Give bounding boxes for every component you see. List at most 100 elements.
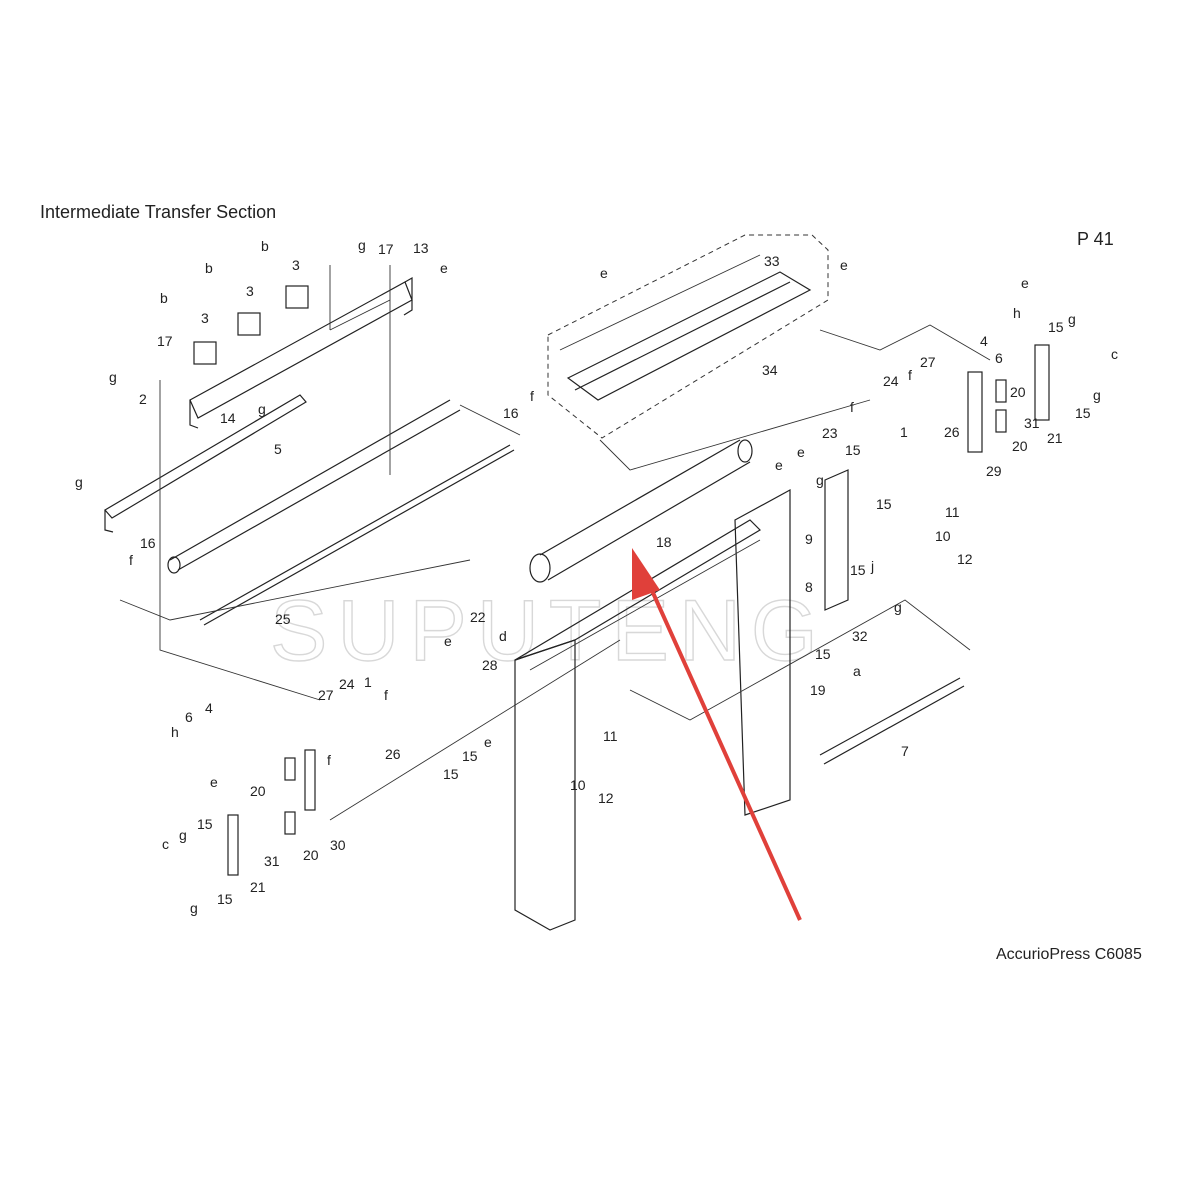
callout-19: 19 [810, 682, 826, 698]
callout-15: 15 [1048, 319, 1064, 335]
callout-20: 20 [303, 847, 319, 863]
shaft-25 [199, 444, 515, 626]
right-frame-plate [734, 344, 1050, 816]
callout-4: 4 [980, 333, 988, 349]
callout-22: 22 [470, 609, 486, 625]
callout-e: e [840, 257, 848, 273]
callout-15: 15 [462, 748, 478, 764]
callout-24: 24 [339, 676, 355, 692]
callout-14: 14 [220, 410, 236, 426]
callout-e: e [440, 260, 448, 276]
callout-25: 25 [275, 611, 291, 627]
callout-15: 15 [850, 562, 866, 578]
callout-a: a [853, 663, 861, 679]
callout-12: 12 [957, 551, 973, 567]
cleaning-unit-34 [547, 234, 829, 439]
callout-13: 13 [413, 240, 429, 256]
callout-15: 15 [217, 891, 233, 907]
callout-3: 3 [246, 283, 254, 299]
left-bracket-parts [227, 749, 316, 876]
callout-27: 27 [318, 687, 334, 703]
callout-e: e [797, 444, 805, 460]
callout-20: 20 [1012, 438, 1028, 454]
brackets-3 [193, 285, 309, 365]
callout-g: g [358, 237, 366, 253]
callout-30: 30 [330, 837, 346, 853]
callout-15: 15 [815, 646, 831, 662]
callout-15: 15 [876, 496, 892, 512]
callout-6: 6 [995, 350, 1003, 366]
callout-20: 20 [250, 783, 266, 799]
callout-31: 31 [1024, 415, 1040, 431]
callout-21: 21 [1047, 430, 1063, 446]
callout-g: g [894, 599, 902, 615]
callout-e: e [210, 774, 218, 790]
callout-31: 31 [264, 853, 280, 869]
callout-e: e [444, 633, 452, 649]
reference-lines [119, 265, 991, 821]
callout-17: 17 [157, 333, 173, 349]
callout-3: 3 [201, 310, 209, 326]
callout-c: c [162, 836, 169, 852]
callout-3: 3 [292, 257, 300, 273]
callout-1: 1 [900, 424, 908, 440]
callout-17: 17 [378, 241, 394, 257]
callout-j: j [870, 558, 874, 574]
callout-f: f [327, 752, 331, 768]
rail-14 [104, 394, 307, 533]
upper-frame-plate [189, 265, 413, 429]
roller-18 [529, 439, 753, 583]
callout-h: h [171, 724, 179, 740]
callout-b: b [160, 290, 168, 306]
pointer-arrow [632, 548, 802, 921]
callout-e: e [484, 734, 492, 750]
callout-28: 28 [482, 657, 498, 673]
callout-g: g [816, 472, 824, 488]
callout-9: 9 [805, 531, 813, 547]
callout-g: g [190, 900, 198, 916]
page-number: P 41 [1077, 229, 1114, 249]
callout-15: 15 [443, 766, 459, 782]
callout-10: 10 [570, 777, 586, 793]
callout-11: 11 [603, 728, 618, 744]
callout-g: g [75, 474, 83, 490]
callout-15: 15 [197, 816, 213, 832]
callout-11: 11 [945, 504, 960, 520]
callout-6: 6 [185, 709, 193, 725]
callout-h: h [1013, 305, 1021, 321]
callout-g: g [179, 827, 187, 843]
callout-15: 15 [1075, 405, 1091, 421]
callout-g: g [109, 369, 117, 385]
callout-18: 18 [656, 534, 672, 550]
callout-10: 10 [935, 528, 951, 544]
callout-1: 1 [364, 674, 372, 690]
callout-e: e [600, 265, 608, 281]
callout-f: f [129, 552, 133, 568]
roller-5 [167, 399, 521, 574]
callout-f: f [384, 687, 388, 703]
guide-rail-7 [819, 677, 965, 765]
callout-12: 12 [598, 790, 614, 806]
callout-d: d [499, 628, 507, 644]
callout-g: g [258, 401, 266, 417]
section-title: Intermediate Transfer Section [40, 202, 277, 222]
callout-16: 16 [140, 535, 156, 551]
callout-8: 8 [805, 579, 813, 595]
callout-23: 23 [822, 425, 838, 441]
callout-f: f [850, 399, 854, 415]
callout-26: 26 [944, 424, 960, 440]
callout-15: 15 [845, 442, 861, 458]
callout-b: b [261, 238, 269, 254]
callout-33: 33 [764, 253, 780, 269]
callout-b: b [205, 260, 213, 276]
callout-c: c [1111, 346, 1118, 362]
callout-27: 27 [920, 354, 936, 370]
callout-labels: b b b 3 3 3 g 17 13 e 17 g 2 g 14 5 g f … [75, 237, 1118, 916]
callout-29: 29 [986, 463, 1002, 479]
callout-2: 2 [139, 391, 147, 407]
callout-g: g [1068, 311, 1076, 327]
callout-e: e [775, 457, 783, 473]
callout-g: g [1093, 387, 1101, 403]
model-name: AccurioPress C6085 [996, 946, 1142, 963]
